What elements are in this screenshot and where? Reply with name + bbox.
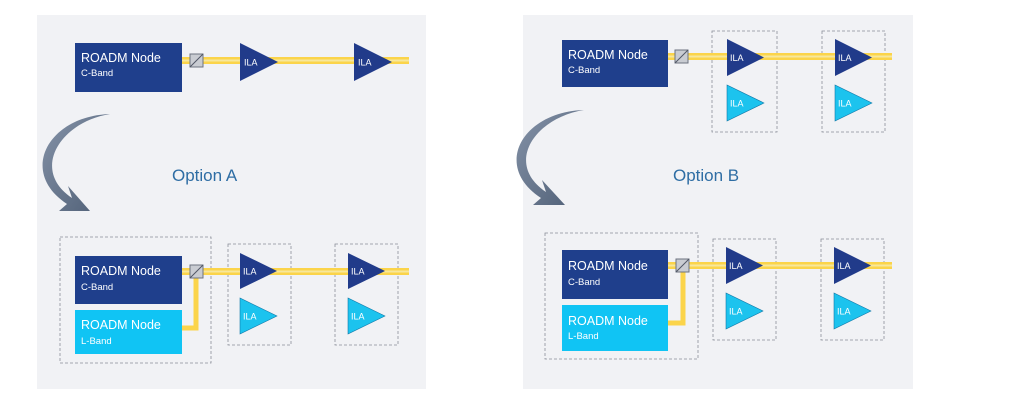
node-group-box <box>544 232 699 360</box>
ila-amplifier-icon: ILA <box>835 39 872 76</box>
svg-text:ILA: ILA <box>838 99 852 109</box>
ila-amplifier-l-band-icon: ILA <box>834 84 873 122</box>
option-a-panel: ROADM Node C-Band ILA ILA Option A <box>37 15 426 389</box>
svg-text:ILA: ILA <box>837 307 851 317</box>
roadm-node-c-band: ROADM Node C-Band <box>75 43 182 92</box>
node-title: ROADM Node <box>81 264 161 278</box>
ila-amplifier-icon: ILA <box>726 247 763 284</box>
roadm-node-c-band: ROADM Node C-Band <box>75 256 182 304</box>
node-title: ROADM Node <box>568 259 648 273</box>
svg-text:ILA: ILA <box>351 267 365 277</box>
svg-text:ILA: ILA <box>730 53 744 63</box>
node-title: ROADM Node <box>81 51 161 65</box>
svg-text:ILA: ILA <box>243 267 257 277</box>
ila-amplifier-icon: ILA <box>240 253 277 289</box>
node-band: C-Band <box>81 68 113 79</box>
roadm-node-l-band: ROADM Node L-Band <box>75 310 182 354</box>
svg-text:ILA: ILA <box>358 58 372 68</box>
ila-group-box <box>820 238 885 341</box>
roadm-node-c-band: ROADM Node C-Band <box>562 250 668 299</box>
ila-amplifier-icon: ILA <box>348 253 385 289</box>
option-label: Option A <box>172 166 238 185</box>
roadm-node-c-band: ROADM Node C-Band <box>562 40 668 87</box>
transition-arrow-icon <box>516 110 584 205</box>
ila-amplifier-icon: ILA <box>834 247 871 284</box>
ila-group-box <box>334 243 399 346</box>
ila-group-box <box>711 30 778 133</box>
coupler-icon <box>675 258 690 273</box>
node-band: L-Band <box>568 331 599 342</box>
node-group-box <box>59 236 212 364</box>
after-state: ROADM Node C-Band ROADM Node L-Band ILA … <box>544 232 892 360</box>
coupler-icon <box>189 264 204 279</box>
ila-group-box <box>821 30 886 133</box>
ila-amplifier-icon: ILA <box>240 43 278 81</box>
ila-group-box <box>227 243 292 346</box>
node-title: ROADM Node <box>568 48 648 62</box>
ila-amplifier-l-band-icon: ILA <box>347 297 386 335</box>
ila-amplifier-icon: ILA <box>354 43 392 81</box>
svg-text:ILA: ILA <box>244 58 258 68</box>
option-b-panel: ROADM Node C-Band ILA ILA ILA ILA <box>516 15 913 389</box>
coupler-icon <box>189 53 204 68</box>
option-label: Option B <box>673 166 739 185</box>
after-state: ROADM Node C-Band ROADM Node L-Band ILA … <box>59 236 409 364</box>
ila-amplifier-l-band-icon: ILA <box>833 292 872 330</box>
ila-amplifier-l-band-icon: ILA <box>726 84 765 122</box>
node-title: ROADM Node <box>81 318 161 332</box>
svg-text:ILA: ILA <box>729 261 743 271</box>
before-state: ROADM Node C-Band ILA ILA <box>75 43 409 92</box>
ila-amplifier-l-band-icon: ILA <box>239 297 278 335</box>
svg-text:ILA: ILA <box>838 53 852 63</box>
svg-text:ILA: ILA <box>351 312 365 322</box>
before-state: ROADM Node C-Band ILA ILA ILA ILA <box>562 30 892 133</box>
node-band: C-Band <box>568 65 600 76</box>
svg-text:ILA: ILA <box>730 99 744 109</box>
coupler-icon <box>674 49 689 64</box>
node-band: L-Band <box>81 336 112 347</box>
ila-amplifier-icon: ILA <box>727 39 764 76</box>
transition-arrow-icon <box>42 114 110 211</box>
node-title: ROADM Node <box>568 314 648 328</box>
svg-text:ILA: ILA <box>729 307 743 317</box>
roadm-node-l-band: ROADM Node L-Band <box>562 305 668 351</box>
ila-group-box <box>712 238 777 341</box>
ila-amplifier-l-band-icon: ILA <box>725 292 764 330</box>
fiber-line-l-band <box>182 278 199 331</box>
svg-text:ILA: ILA <box>243 312 257 322</box>
svg-text:ILA: ILA <box>837 261 851 271</box>
node-band: C-Band <box>81 282 113 293</box>
fiber-line-l-band <box>668 272 686 326</box>
node-band: C-Band <box>568 277 600 288</box>
